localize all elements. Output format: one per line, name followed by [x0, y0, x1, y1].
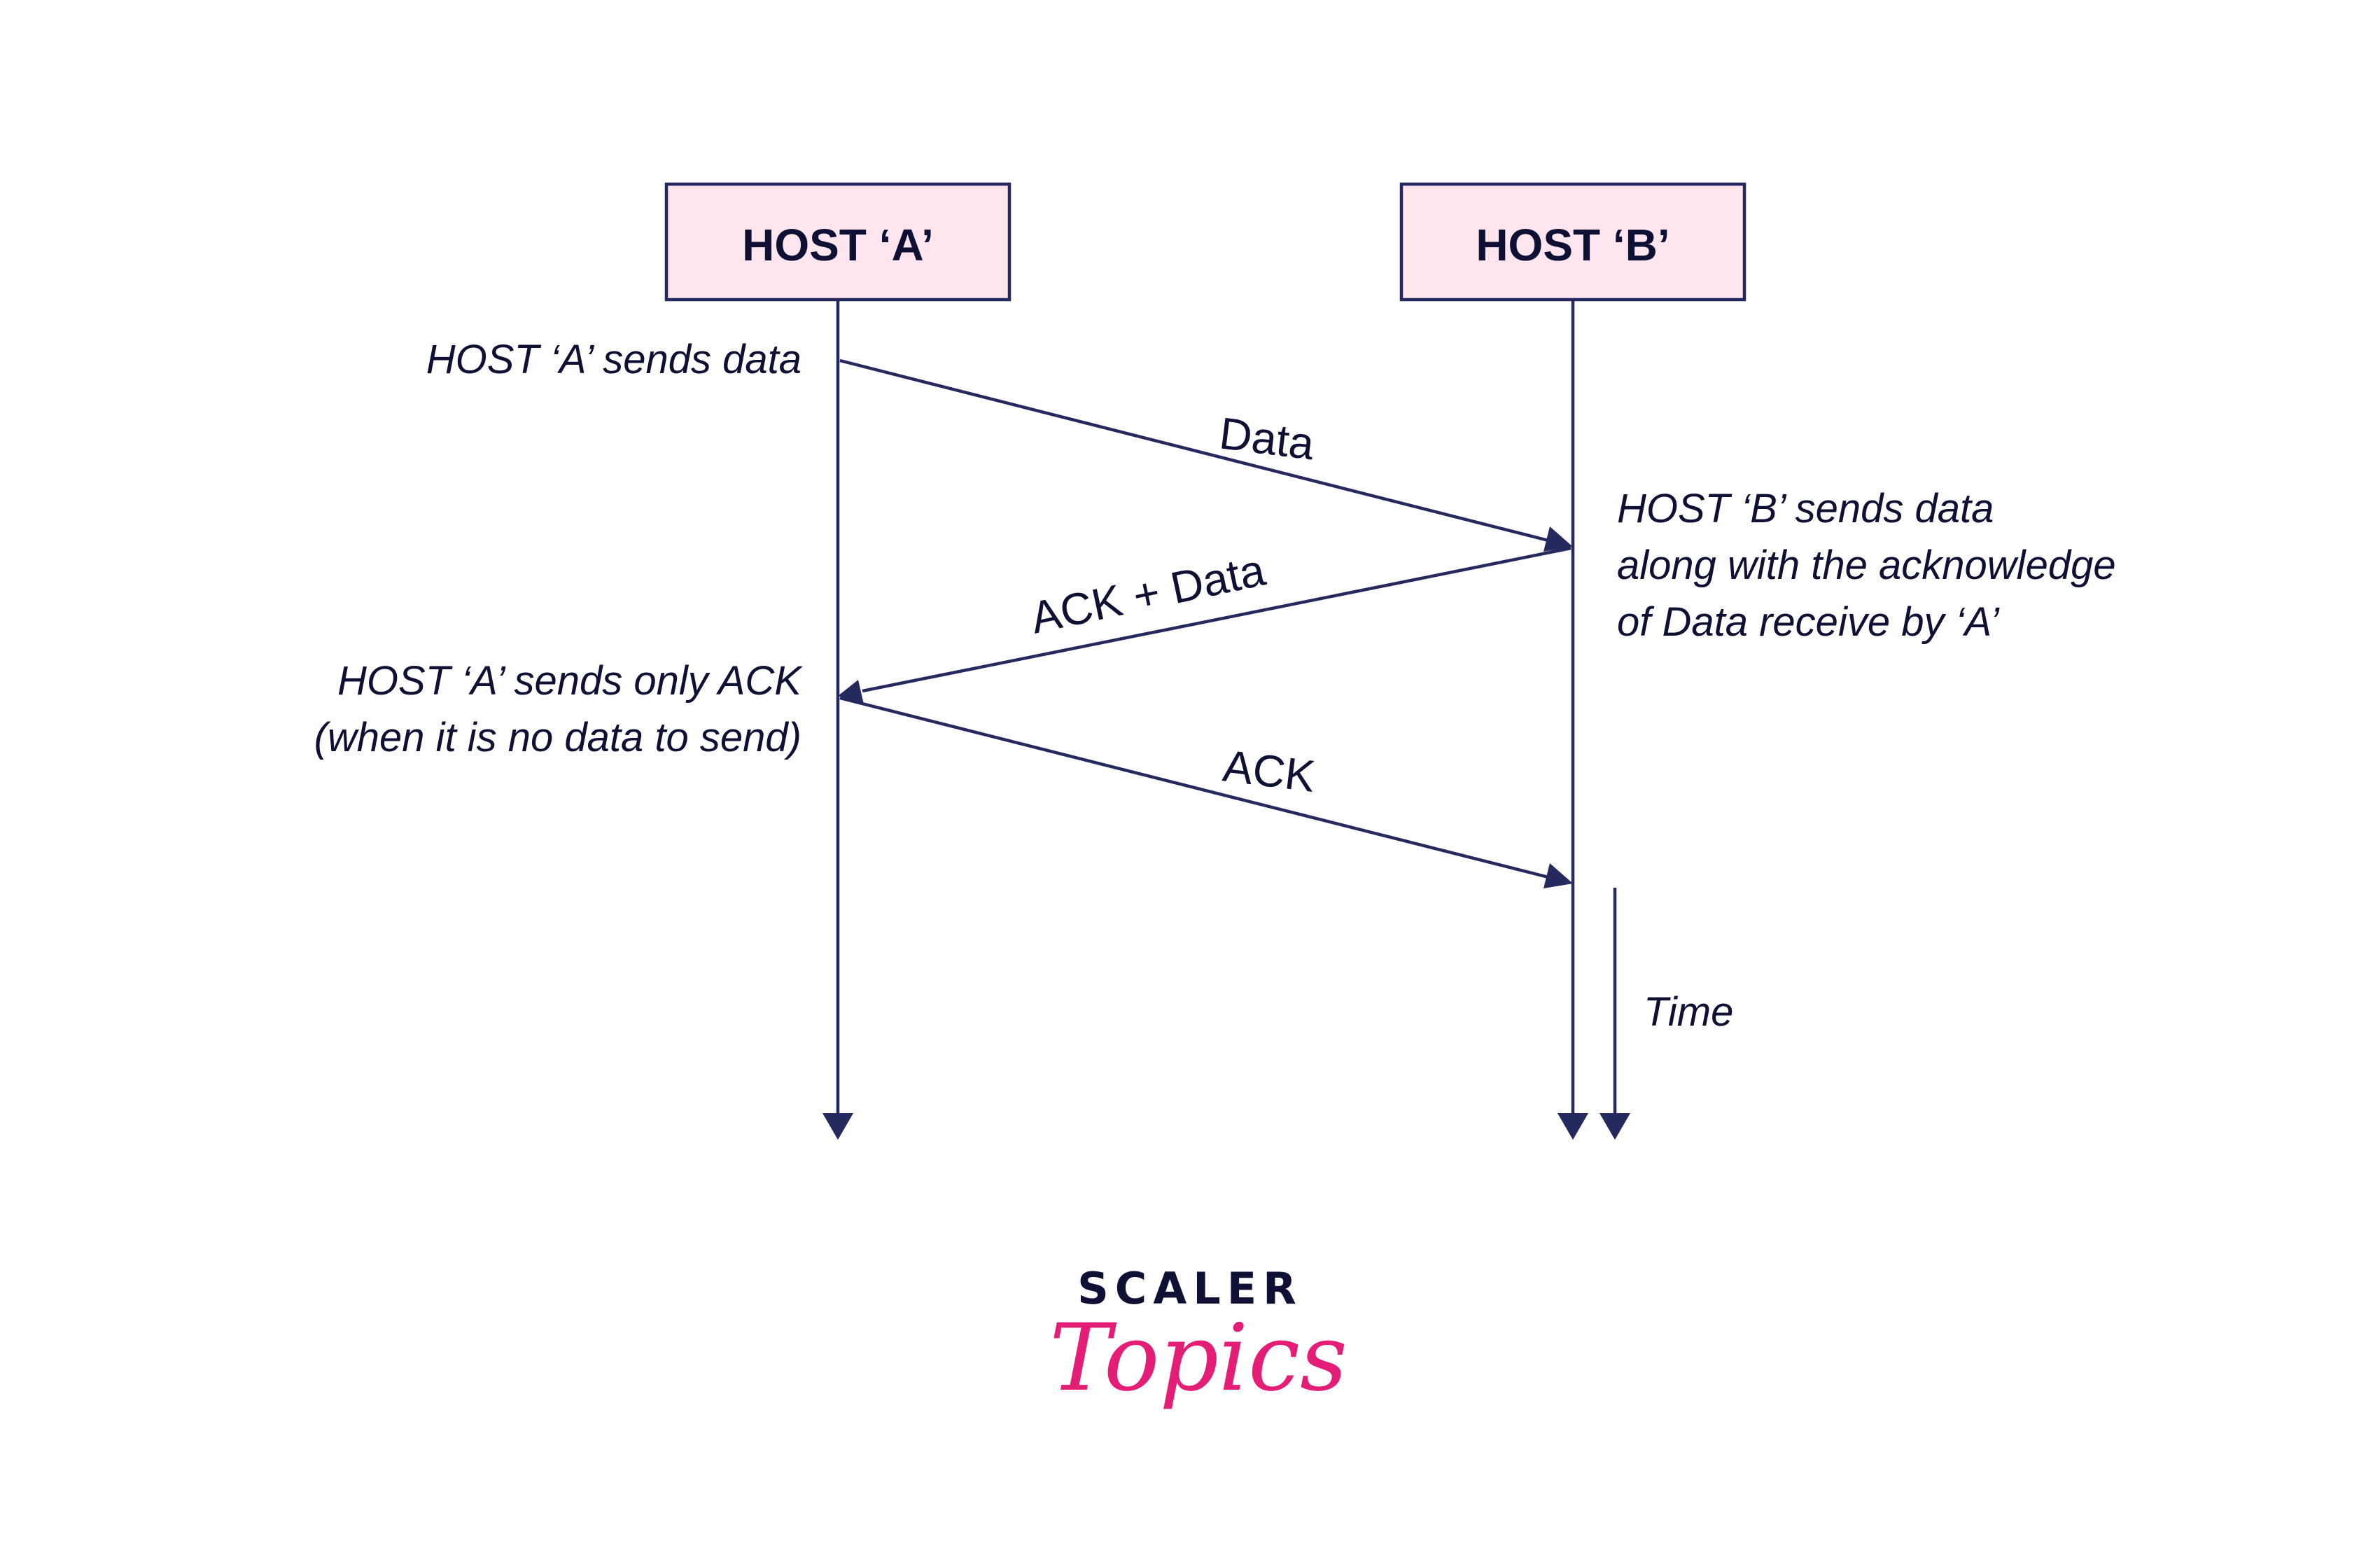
note-a-sends-ack-line-2: (when it is no data to send) — [314, 715, 802, 760]
host-a-label: HOST ‘A’ — [742, 220, 934, 270]
scaler-topics-logo: SCALER Topics — [1049, 1263, 1348, 1412]
host-b-lifeline — [1558, 301, 1588, 1140]
data-arrow — [839, 358, 1573, 552]
ack-data-arrow-label: ACK + Data — [1026, 545, 1270, 643]
note-a-sends-ack-line-1: HOST ‘A’ sends only ACK — [337, 658, 803, 704]
host-a-box: HOST ‘A’ — [664, 182, 1011, 302]
host-a-lifeline — [822, 301, 853, 1140]
data-arrow-label: Data — [1217, 407, 1317, 469]
note-b-sends-line-3: of Data receive by ‘A’ — [1617, 599, 2000, 645]
note-b-sends: HOST ‘B’ sends data along with the ackno… — [1617, 486, 2116, 645]
logo-topics-text: Topics — [1049, 1304, 1348, 1412]
time-label: Time — [1644, 989, 1733, 1035]
ack-arrow — [839, 696, 1573, 888]
note-a-sends-data: HOST ‘A’ sends data — [426, 337, 802, 382]
host-b-box: HOST ‘B’ — [1399, 182, 1746, 302]
host-b-label: HOST ‘B’ — [1476, 220, 1670, 270]
time-axis — [1600, 888, 1630, 1140]
logo-scaler-text: SCALER — [1077, 1263, 1303, 1314]
ack-arrow-label: ACK — [1220, 740, 1317, 802]
note-b-sends-line-1: HOST ‘B’ sends data — [1617, 486, 1994, 531]
note-b-sends-line-2: along with the acknowledge — [1617, 543, 2116, 588]
ack-data-arrow — [838, 546, 1572, 704]
note-a-sends-ack: HOST ‘A’ sends only ACK (when it is no d… — [314, 658, 804, 760]
